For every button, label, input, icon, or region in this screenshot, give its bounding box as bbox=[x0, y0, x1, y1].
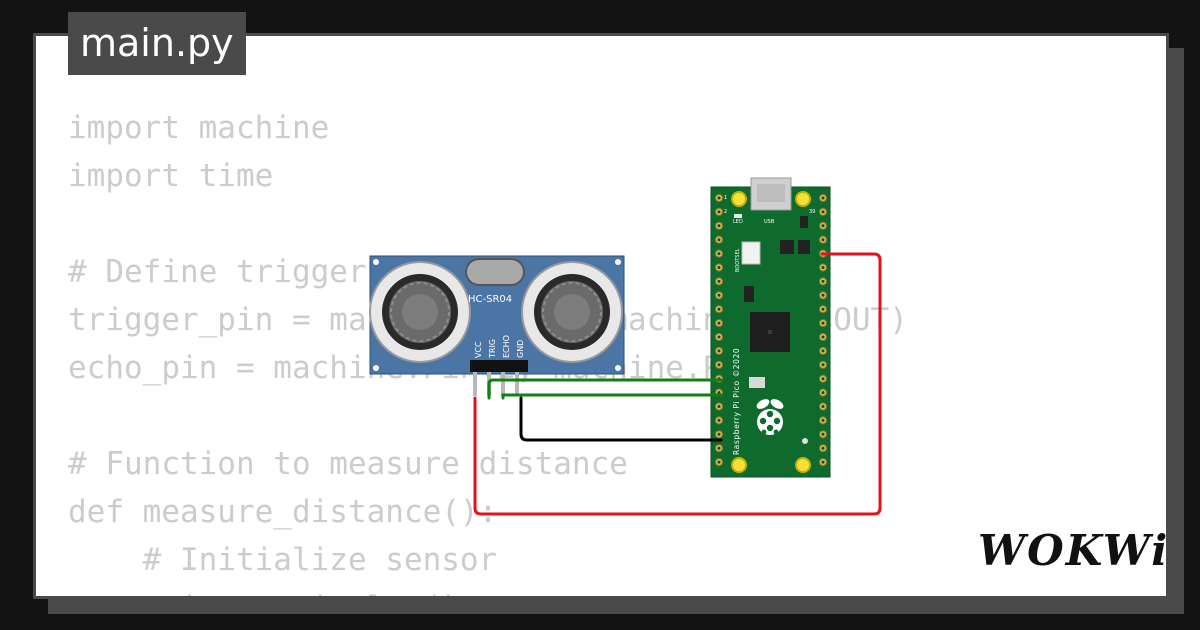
pin-hole bbox=[821, 391, 825, 395]
crystal-oscillator bbox=[465, 258, 525, 286]
pin-hole bbox=[717, 349, 721, 353]
pin-hole bbox=[717, 363, 721, 367]
pin-hole bbox=[717, 279, 721, 283]
test-pad bbox=[802, 438, 808, 444]
code-line: # Initialize sensor bbox=[68, 542, 498, 578]
pin-hole bbox=[821, 279, 825, 283]
pin-hole bbox=[717, 321, 721, 325]
board-name-label: Raspberry Pi Pico ©2020 bbox=[732, 348, 741, 455]
pin-gnd[interactable] bbox=[515, 372, 519, 396]
code-line: # Function to measure distance bbox=[68, 446, 628, 482]
bootsel-button[interactable] bbox=[741, 241, 761, 265]
mount-hole bbox=[373, 259, 379, 265]
raspberry-pi-pico[interactable]: LED USB 1 2 39 BOOTSEL Raspberry Pi Pico… bbox=[710, 177, 831, 478]
usb-label: USB bbox=[764, 219, 775, 225]
pin-hole bbox=[717, 460, 721, 464]
chip-marking bbox=[768, 330, 772, 334]
pin-hole bbox=[717, 405, 721, 408]
wokwi-logo: WOKWi bbox=[978, 526, 1170, 575]
smd-component bbox=[744, 286, 754, 302]
mount-hole bbox=[731, 191, 747, 207]
mount-hole bbox=[615, 259, 621, 265]
hc-sr04-sensor[interactable]: HC-SR04 VCC TRIG ECHO GND bbox=[369, 255, 625, 396]
pin-hole bbox=[717, 446, 721, 450]
led-label: LED bbox=[733, 219, 743, 225]
pin-hole bbox=[717, 391, 721, 395]
pin-label-gnd: GND bbox=[516, 340, 525, 358]
pin-hole bbox=[717, 238, 721, 242]
pin-hole bbox=[821, 266, 825, 269]
pin-hole bbox=[717, 224, 721, 228]
code-line: import machine bbox=[68, 110, 330, 146]
pin-hole bbox=[717, 293, 721, 297]
vcc-wire[interactable] bbox=[473, 252, 882, 516]
pin-label-echo: ECHO bbox=[502, 335, 511, 358]
pin-hole bbox=[821, 238, 825, 242]
pin-hole bbox=[821, 349, 825, 353]
pin-echo[interactable] bbox=[501, 372, 505, 396]
wires[interactable] bbox=[473, 252, 882, 516]
bootsel-label: BOOTSEL bbox=[735, 248, 741, 272]
pin-hole bbox=[821, 460, 825, 464]
file-tab[interactable]: main.py bbox=[68, 12, 246, 75]
transducer-left bbox=[369, 261, 471, 363]
pico-pin-pads[interactable] bbox=[714, 193, 828, 467]
pin-vcc[interactable] bbox=[473, 372, 477, 396]
smd-component bbox=[798, 240, 810, 254]
smd-component bbox=[780, 240, 794, 254]
smd-component bbox=[749, 377, 765, 388]
gnd-wire[interactable] bbox=[519, 396, 723, 442]
pin-hole bbox=[717, 335, 721, 339]
transducer-right bbox=[521, 261, 623, 363]
pin-hole bbox=[821, 335, 825, 339]
pin-hole bbox=[821, 363, 825, 367]
pin-hole bbox=[821, 446, 825, 450]
mount-hole bbox=[795, 457, 811, 473]
pin-hole bbox=[717, 252, 721, 256]
trig-wire[interactable] bbox=[487, 378, 723, 400]
led-icon bbox=[734, 214, 742, 218]
pin-hole bbox=[717, 196, 721, 200]
smd-component bbox=[800, 216, 808, 228]
mount-hole bbox=[373, 365, 379, 371]
echo-wire[interactable] bbox=[501, 393, 723, 400]
pin-number-1: 1 bbox=[724, 195, 727, 201]
pin-header bbox=[470, 360, 528, 372]
pin-hole bbox=[821, 196, 825, 200]
pin-hole bbox=[821, 210, 825, 214]
mount-hole bbox=[615, 365, 621, 371]
pin-hole bbox=[717, 432, 721, 436]
pin-hole bbox=[717, 210, 721, 214]
mount-hole bbox=[795, 191, 811, 207]
pin-hole bbox=[821, 405, 825, 408]
pin-label-trig: TRIG bbox=[488, 339, 497, 359]
pin-hole bbox=[717, 418, 721, 422]
pin-hole bbox=[821, 293, 825, 297]
pin-label-vcc: VCC bbox=[474, 341, 483, 358]
pin-number-2: 2 bbox=[724, 209, 727, 215]
usb-port bbox=[757, 184, 785, 202]
pin-hole bbox=[821, 432, 825, 436]
code-line: def measure_distance(): bbox=[68, 494, 498, 530]
pin-hole bbox=[717, 266, 721, 269]
pin-hole bbox=[821, 377, 825, 381]
sensor-label: HC-SR04 bbox=[468, 294, 512, 305]
pin-hole bbox=[717, 307, 721, 311]
pin-hole bbox=[821, 307, 825, 311]
code-line: trigger_pin.low() bbox=[68, 584, 908, 596]
code-line: import time bbox=[68, 158, 274, 194]
pin-hole bbox=[821, 224, 825, 228]
raspberry-pi-logo-icon bbox=[756, 399, 784, 435]
pin-number-39: 39 bbox=[809, 209, 815, 215]
pin-hole bbox=[821, 418, 825, 422]
pin-hole bbox=[821, 321, 825, 325]
mount-hole bbox=[731, 457, 747, 473]
